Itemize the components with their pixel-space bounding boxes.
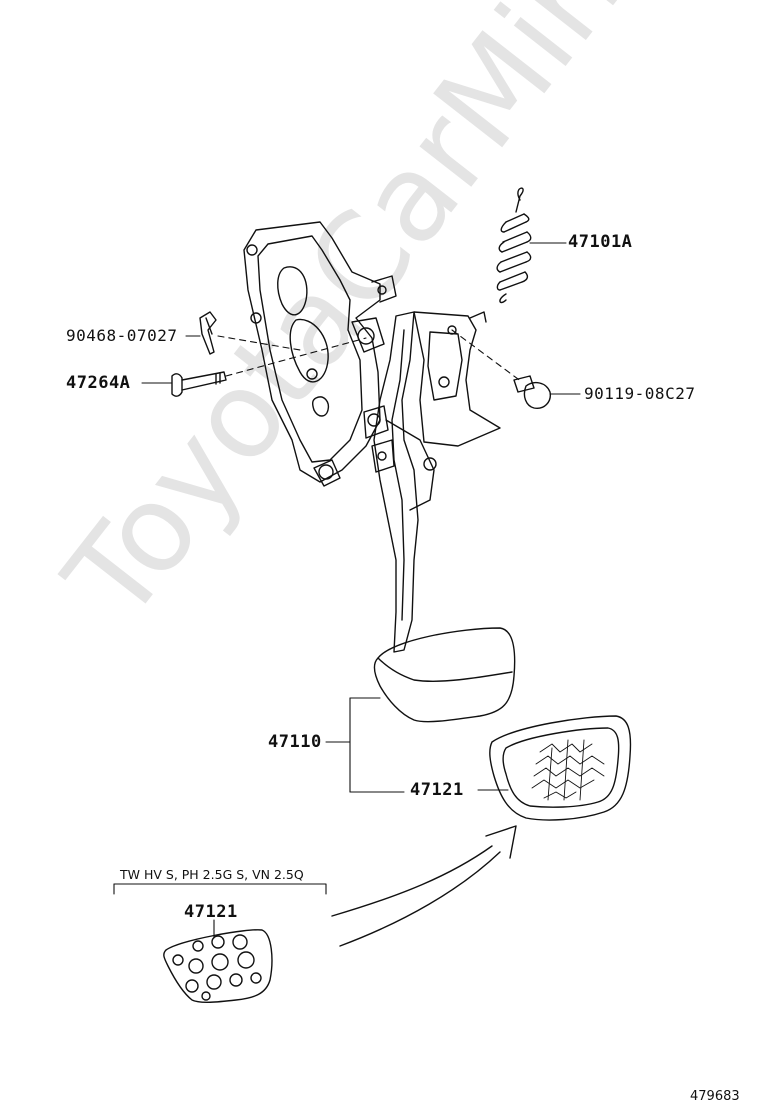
pedal-arm	[373, 311, 437, 653]
label-stopper-90119-08C27: 90119-08C27	[584, 384, 696, 403]
clip-90468-07027	[199, 311, 217, 355]
label-pad-variant-47121: 47121	[184, 902, 238, 922]
condition-note: TW HV S, PH 2.5G S, VN 2.5Q	[120, 867, 304, 882]
stopper-90119-08C27	[513, 375, 551, 409]
assembly-lines	[217, 329, 523, 383]
leader-lines	[113, 242, 581, 939]
variant-arrow	[331, 825, 517, 947]
pivot-pin-47264A	[171, 371, 227, 397]
label-pad-47121: 47121	[410, 780, 464, 800]
pedal-bracket	[243, 221, 397, 487]
stop-light-switch-bracket	[413, 311, 501, 447]
label-pin-47264A: 47264A	[66, 373, 131, 393]
label-spring-47101A: 47101A	[568, 232, 633, 252]
illustration-number: 479683	[690, 1089, 740, 1104]
pedal-pad-sport	[163, 929, 273, 1003]
label-pedal-assy-47110: 47110	[268, 732, 322, 752]
pedal-foot	[373, 627, 516, 723]
label-clip-90468-07027: 90468-07027	[66, 326, 178, 345]
return-spring-47101A	[496, 187, 532, 304]
pedal-pad-standard	[489, 715, 632, 821]
